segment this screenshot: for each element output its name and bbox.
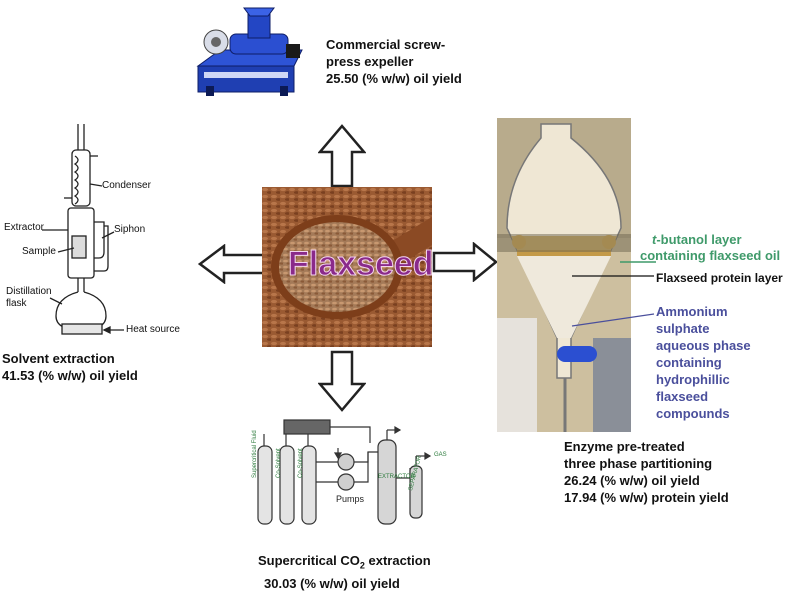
- tpp-label-protein: Flaxseed protein layer: [656, 271, 783, 285]
- soxhlet-label-flask-1: Distillation: [6, 286, 52, 297]
- soxhlet-label-sample: Sample: [22, 246, 56, 257]
- tpp-pointer-lines: [571, 261, 656, 327]
- soxhlet-label-flask-2: flask: [6, 298, 27, 309]
- soxhlet-label-siphon: Siphon: [114, 224, 146, 235]
- flaxseed-label: Flaxseed: [288, 245, 435, 284]
- soxhlet-label-heat: Heat source: [126, 324, 180, 335]
- sc-label-cyl1: Supercritical Fluid: [252, 430, 258, 478]
- arrow-right: [432, 242, 498, 282]
- tpp-label-butanol: t-butanol layer containing flaxseed oil: [640, 232, 781, 263]
- tpp-caption: Enzyme pre-treated three phase partition…: [564, 439, 729, 505]
- sc-label-cyl3: Co-Solvent: [298, 448, 304, 478]
- soxhlet-diagram: Condenser Extractor Sample Siphon Distil…: [2, 122, 198, 344]
- flaxseed-photo: Flaxseed: [262, 187, 435, 347]
- tpp-label-ammonium: Ammonium sulphate aqueous phase containi…: [656, 304, 751, 421]
- supercritical-diagram: Supercritical Fluid Co-Solvent Co-Solven…: [250, 418, 470, 538]
- soxhlet-label-condenser: Condenser: [102, 180, 151, 191]
- supercritical-caption: Supercritical CO2 extraction 30.03 (% w/…: [258, 553, 431, 591]
- screw-press-caption: Commercial screw- press expeller 25.50 (…: [326, 37, 462, 86]
- sc-label-cyl2: Co-Solvent: [276, 448, 282, 478]
- sc-label-extractor: EXTRACTOR: [378, 474, 415, 480]
- arrow-left: [198, 244, 268, 284]
- arrow-up: [318, 124, 366, 188]
- soxhlet-label-extractor: Extractor: [4, 222, 45, 233]
- screw-press-illustration: [190, 2, 310, 102]
- tpp-photo: [497, 118, 631, 432]
- arrow-down: [318, 350, 366, 412]
- sc-label-gas: GAS: [434, 452, 447, 458]
- sc-label-pumps: Pumps: [336, 494, 365, 504]
- solvent-caption: Solvent extraction 41.53 (% w/w) oil yie…: [2, 351, 138, 383]
